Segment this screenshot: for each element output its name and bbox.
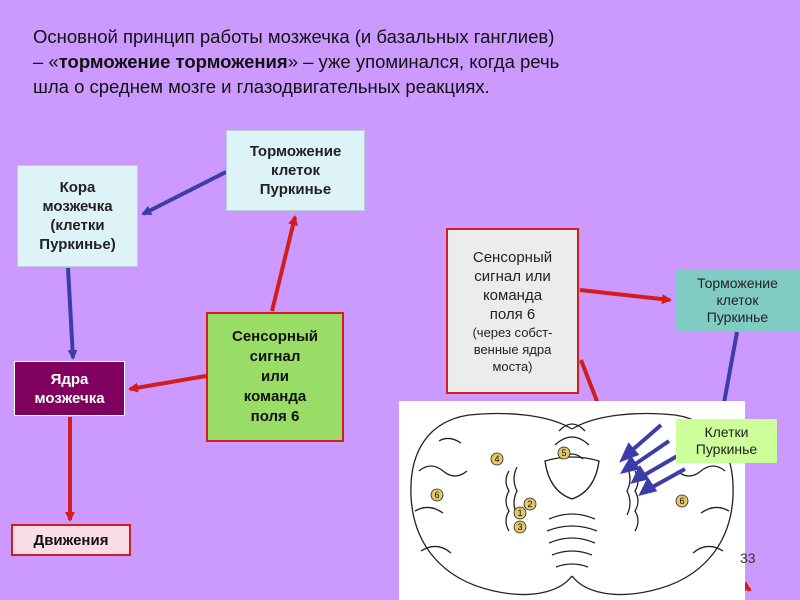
purkinje-arrows: [619, 423, 686, 496]
cerebellum-drawing: 1 2 3 4 5 6 6: [410, 412, 734, 596]
label-marker: [675, 494, 689, 508]
cortex-line: Пуркинье): [39, 236, 116, 253]
left-folia: [414, 437, 468, 554]
purkinje-inhibition-box: Торможение клеток Пуркинье: [226, 130, 365, 211]
brain-label-1: 1: [517, 508, 522, 518]
brain-label-6-left: 6: [434, 490, 439, 500]
nuclei-line: Ядра: [50, 370, 89, 388]
signal-line: команда: [482, 286, 543, 304]
cerebellar-cortex-box: Кора мозжечка (клетки Пуркинье): [17, 165, 138, 267]
signal-line: поля 6: [489, 305, 536, 323]
intro-line-3: шла о среднем мозге и глазодвигательных …: [33, 76, 490, 97]
intro-line-2-post: » – уже упоминался, когда речь: [287, 51, 560, 72]
cortex-line: (клетки: [50, 217, 105, 234]
signal-line: сигнал: [249, 348, 301, 365]
brain-label-2: 2: [527, 499, 532, 509]
cortex-line: мозжечка: [42, 198, 113, 215]
inhibition-line: клеток: [271, 162, 320, 179]
signal-note-line: (через собст-: [472, 324, 553, 340]
intro-line-2-pre: – «: [33, 51, 59, 72]
brain-label-4: 4: [494, 454, 499, 464]
arrow-cortex-to-nuclei: [66, 267, 78, 360]
label-marker: [513, 520, 527, 534]
signal-line: сигнал или: [474, 267, 551, 285]
label-marker: [513, 506, 527, 520]
movement-label: Движения: [33, 531, 109, 549]
brain-label-3: 3: [517, 522, 522, 532]
intro-line-1: Основной принцип работы мозжечка (и база…: [33, 26, 555, 47]
signal-line: Сенсорный: [472, 248, 553, 266]
cortex-line: Кора: [59, 179, 96, 196]
arrow-signal-to-nuclei: [128, 374, 207, 393]
signal-line: поля 6: [250, 408, 300, 425]
cerebellar-nuclei-box: Ядра мозжечка: [14, 361, 125, 416]
label-marker: [430, 488, 444, 502]
sensory-signal-pons-box: Сенсорный сигнал или команда поля 6 (чер…: [446, 228, 579, 394]
brain-label-5: 5: [561, 448, 566, 458]
signal-note-line: моста): [492, 358, 533, 374]
label-marker: [523, 497, 537, 511]
inhibition-line: Торможение: [249, 143, 342, 160]
movement-box: Движения: [11, 524, 131, 556]
purkinje-cells-box: Клетки Пуркинье: [676, 419, 777, 463]
inhibition-line: Пуркинье: [706, 309, 769, 325]
inhibition-line: Пуркинье: [259, 181, 332, 198]
inhibition-line: клеток: [716, 292, 759, 308]
right-folia: [676, 437, 730, 554]
intro-text: Основной принцип работы мозжечка (и база…: [33, 24, 773, 99]
right-hemisphere-outline: [571, 412, 734, 596]
signal-line: Сенсорный: [232, 328, 318, 345]
brain-label-6-right: 6: [679, 496, 684, 506]
sensory-signal-box: Сенсорный сигнал или команда поля 6: [206, 312, 344, 442]
purkinje-inhibition-right-box: Торможение клеток Пуркинье: [675, 270, 800, 331]
dentate-nucleus-left: [505, 466, 518, 532]
nuclei-line: мозжечка: [34, 389, 105, 407]
signal-note-line: венные ядра: [473, 341, 552, 357]
label-marker: [557, 446, 571, 460]
arrow-signal-to-inhibition-right: [579, 288, 672, 305]
inhibition-line: Торможение: [697, 275, 778, 291]
vermis-folia: [546, 513, 598, 568]
label-marker: [490, 452, 504, 466]
central-structure: [544, 456, 600, 500]
cells-line: Клетки: [704, 424, 749, 440]
signal-line: команда: [243, 388, 307, 405]
intro-line-2-bold: торможение торможения: [58, 51, 288, 72]
left-hemisphere-outline: [410, 412, 573, 596]
page-number: 33: [740, 550, 756, 566]
arrow-signal-to-inhibition: [270, 215, 298, 312]
cells-line: Пуркинье: [695, 441, 758, 457]
signal-line: или: [261, 368, 289, 385]
arrow-inhibition-to-cortex: [141, 170, 227, 216]
